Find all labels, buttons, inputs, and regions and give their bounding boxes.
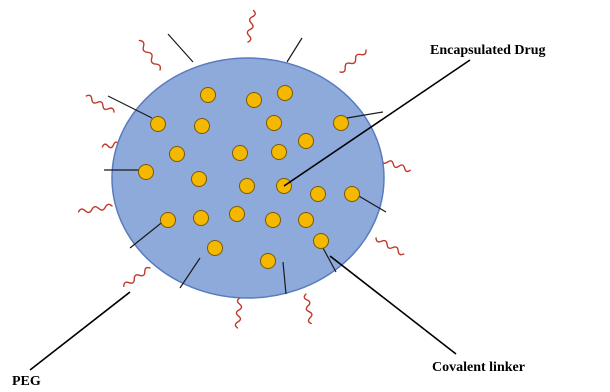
drug-molecule [278, 86, 293, 101]
drug-molecule [233, 146, 248, 161]
drug-molecule [334, 116, 349, 131]
drug-molecule [240, 179, 255, 194]
drug-molecule [299, 134, 314, 149]
peg-pointer-line [30, 292, 130, 370]
drug-molecule [311, 187, 326, 202]
linker-pointer-line [330, 256, 456, 354]
drug-molecule [247, 93, 262, 108]
drug-molecule [299, 213, 314, 228]
peg-chain [124, 268, 150, 287]
encapsulated-drug-label: Encapsulated Drug [430, 44, 546, 58]
peg-chain [304, 294, 312, 324]
drug-molecule [208, 241, 223, 256]
drug-molecule [267, 116, 282, 131]
drug-molecule [314, 234, 329, 249]
peg-chain [86, 95, 114, 112]
drug-molecule [195, 119, 210, 134]
drug-molecule [194, 211, 209, 226]
peg-chain [247, 11, 255, 43]
peg-chain [382, 160, 410, 172]
drug-molecule [201, 88, 216, 103]
drug-molecule [261, 254, 276, 269]
drug-molecule [266, 213, 281, 228]
peg-chain [79, 204, 113, 212]
drug-molecule [230, 207, 245, 222]
drug-molecule [192, 172, 207, 187]
peg-chain [139, 41, 160, 71]
nanoparticle-core [112, 58, 384, 298]
drug-molecule [139, 165, 154, 180]
covalent-linker-line [287, 38, 302, 62]
covalent-linker-label: Covalent linker [432, 361, 525, 375]
covalent-linker-line [168, 34, 193, 62]
drug-molecule [151, 117, 166, 132]
drug-molecule [345, 187, 360, 202]
drug-molecule [272, 145, 287, 160]
drug-molecule [170, 147, 185, 162]
peg-chain [235, 298, 241, 328]
drug-molecule [161, 213, 176, 228]
peg-label: PEG [12, 375, 41, 389]
peg-chain [340, 50, 366, 72]
peg-chain [376, 238, 404, 255]
